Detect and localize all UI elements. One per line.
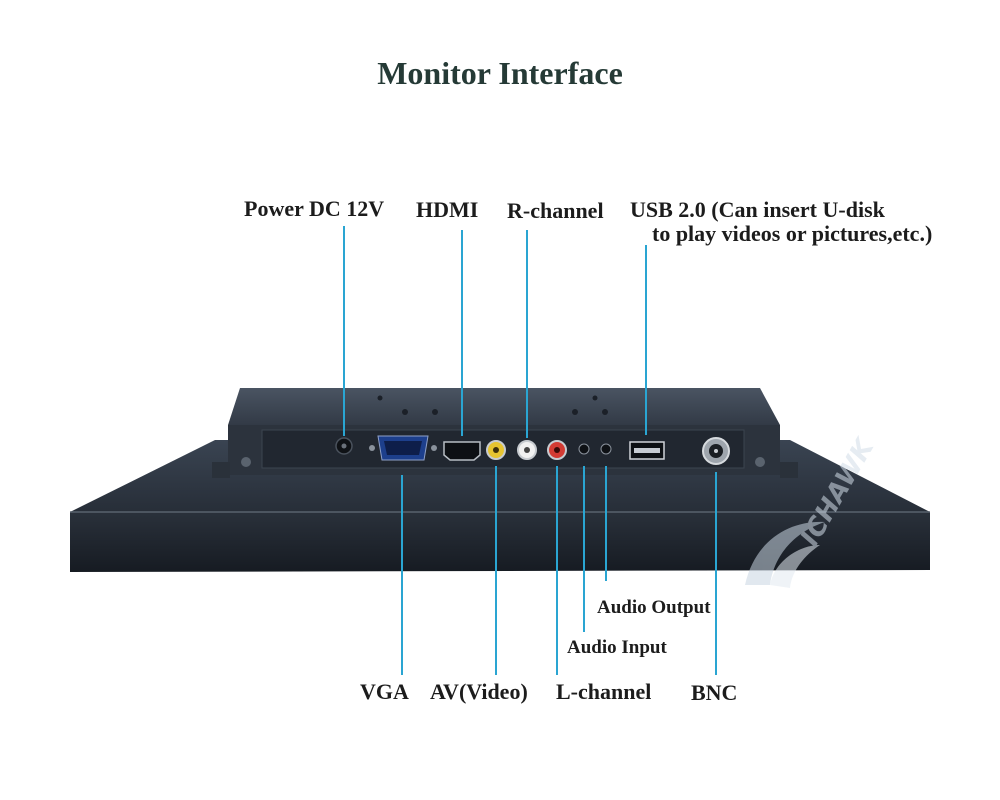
label-l-channel: L-channel: [556, 679, 652, 704]
label-usb-line2: to play videos or pictures,etc.): [652, 221, 933, 246]
r-channel-port: [517, 440, 537, 460]
label-audio-input: Audio Input: [567, 637, 667, 658]
leader-line-av-video: [495, 466, 497, 675]
label-hdmi: HDMI: [416, 197, 479, 222]
hdmi-port: [443, 441, 481, 461]
leader-line-hdmi: [461, 230, 463, 436]
vga-port: [369, 435, 437, 461]
leader-line-audio-input: [583, 466, 585, 632]
leader-line-r-channel: [526, 230, 528, 438]
usb-port: [629, 441, 665, 460]
label-av-video: AV(Video): [430, 679, 528, 704]
leader-line-usb: [645, 245, 647, 435]
label-power: Power DC 12V: [244, 196, 385, 221]
leader-line-power: [343, 226, 345, 436]
label-bnc: BNC: [691, 680, 738, 705]
power-dc-port: [335, 437, 353, 455]
label-usb-line1: USB 2.0 (Can insert U-disk: [630, 197, 885, 222]
audio-output-port: [600, 443, 612, 455]
page-title: Monitor Interface: [377, 55, 623, 91]
label-vga: VGA: [360, 679, 409, 704]
leader-line-audio-output: [605, 466, 607, 581]
interface-box: [212, 388, 798, 478]
label-audio-output: Audio Output: [597, 597, 711, 618]
bnc-port: [702, 437, 730, 465]
leader-line-vga: [401, 475, 403, 675]
leader-line-l-channel: [556, 466, 558, 675]
audio-input-port: [578, 443, 590, 455]
av-video-port: [486, 440, 506, 460]
leader-line-bnc: [715, 472, 717, 675]
label-r-channel: R-channel: [507, 198, 604, 223]
l-channel-port: [547, 440, 567, 460]
